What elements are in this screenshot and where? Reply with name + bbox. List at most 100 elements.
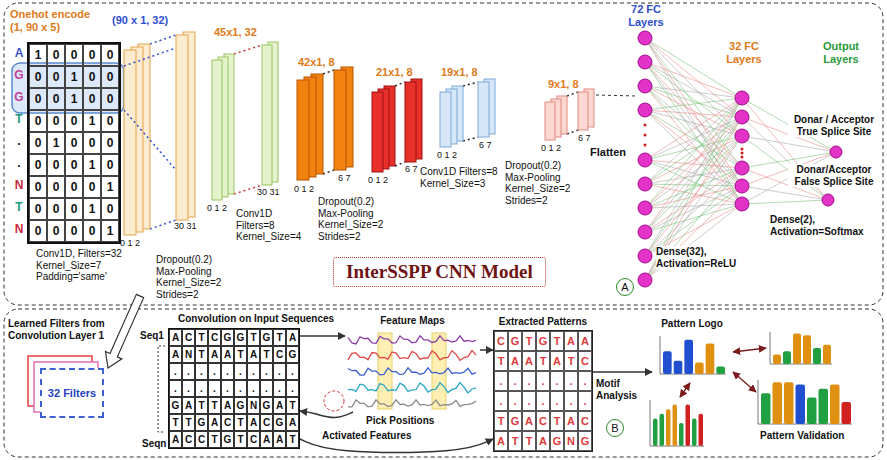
logo-letter: [706, 344, 715, 374]
node-text: CGTGTAA: [493, 330, 593, 351]
filter-slab: [262, 45, 272, 185]
neuron: [638, 201, 652, 215]
logo-letter: [653, 418, 658, 446]
grid-cell: .: [195, 380, 208, 397]
grid-cell: A: [578, 331, 592, 351]
grid-cell: 0: [101, 132, 119, 154]
dotted-continuation: [150, 220, 176, 229]
grid-cell: T: [260, 346, 273, 363]
neural-connection: [645, 117, 742, 208]
label-text: 42x1, 8: [298, 56, 335, 69]
dotted-continuation: [463, 82, 478, 86]
node-text: .......: [493, 391, 593, 411]
logo-letter: [773, 354, 781, 364]
node-text: TAATATC: [493, 351, 593, 371]
label-text: Donar/Acceptor False Splice Site: [788, 164, 880, 187]
grid-cell: 0: [83, 176, 101, 198]
label-text: Seqn: [142, 438, 166, 450]
neural-connection: [742, 136, 836, 152]
neuron: [735, 179, 749, 193]
grid-cell: T: [273, 329, 286, 346]
grid-cell: T: [195, 397, 208, 414]
ellipsis-dot: [644, 144, 647, 147]
node-text: Onehot encode (1, 90 x 5): [10, 8, 102, 34]
grid-cell: 0: [83, 88, 101, 110]
label-text: G: [13, 69, 25, 83]
panel-border: [4, 3, 883, 305]
filter-slab: [334, 70, 346, 170]
grid-cell: .: [169, 380, 182, 397]
logo-letter: [793, 334, 801, 364]
feature-map-stack: [545, 89, 594, 140]
neural-connection: [645, 98, 742, 208]
grid-cell: G: [260, 329, 273, 346]
logo-letter: [716, 366, 725, 374]
ellipsis-dot: [741, 152, 744, 155]
logo-letter: [679, 423, 684, 446]
node-text: 00010: [27, 154, 121, 176]
grid-cell: 0: [101, 154, 119, 176]
projection-line: [124, 48, 176, 66]
filter-slab: [372, 92, 383, 172]
grid-cell: G: [234, 397, 247, 414]
validation-arrow: [680, 383, 690, 397]
grid-cell: .: [564, 391, 578, 411]
node-text: GATTAGNGAT: [168, 397, 300, 414]
dotted-continuation: [395, 162, 405, 166]
grid-cell: .: [550, 391, 564, 411]
filter-slab: [578, 92, 588, 130]
grid-cell: 0: [47, 198, 65, 220]
grid-cell: A: [522, 411, 536, 431]
grid-cell: T: [234, 431, 247, 448]
grid-cell: G: [195, 414, 208, 431]
label-text: Flatten: [590, 146, 626, 159]
grid-cell: A: [208, 414, 221, 431]
node-text: Pattern Logo: [652, 318, 732, 330]
dotted-continuation: [567, 92, 578, 96]
label-text: Conv1D, Filters=32 Kernel_Size=7 Padding…: [36, 248, 140, 283]
grid-cell: 0: [29, 88, 47, 110]
neuron: [735, 161, 749, 175]
dotted-continuation: [323, 170, 334, 174]
activation-highlight: [432, 333, 446, 409]
grid-cell: 0: [83, 66, 101, 88]
edge-label: Activated Features: [322, 430, 411, 442]
label-text: .: [13, 157, 25, 171]
grid-cell: .: [536, 371, 550, 391]
grid-cell: .: [208, 363, 221, 380]
neuron: [638, 225, 652, 239]
grid-cell: .: [260, 380, 273, 397]
neuron: [638, 55, 652, 69]
grid-cell: T: [182, 414, 195, 431]
node-text: TTGACTACGA: [168, 414, 300, 431]
grid-cell: 0: [29, 220, 47, 242]
dotted-continuation: [234, 45, 262, 54]
label-text: 0 1 2: [120, 238, 140, 248]
neural-connection: [645, 117, 742, 256]
filter-slab: [124, 50, 136, 235]
neuron: [638, 249, 652, 263]
grid-cell: G: [550, 431, 564, 451]
grid-cell: T: [508, 431, 522, 451]
edge-label: Convolution on Input Sequences: [178, 313, 334, 325]
ellipsis-dot: [741, 156, 744, 159]
grid-cell: C: [182, 431, 195, 448]
grid-cell: .: [508, 371, 522, 391]
hollow-arrow: [105, 294, 143, 368]
neuron: [638, 177, 652, 191]
logo-letter: [761, 393, 771, 424]
filter-slab: [176, 35, 188, 220]
label-text: 0 1 2: [294, 184, 314, 194]
label-text: 30 31: [174, 221, 197, 231]
edge-label: Motif Analysis: [596, 378, 644, 401]
grid-cell: 0: [47, 44, 65, 66]
neuron: [735, 110, 749, 124]
logo-letter: [699, 414, 704, 446]
filter-slab: [478, 82, 489, 137]
grid-cell: 0: [101, 66, 119, 88]
connector-arrow: [480, 349, 493, 351]
sequence-logo: [650, 400, 704, 446]
grid-cell: T: [195, 329, 208, 346]
grid-cell: T: [564, 351, 578, 371]
row-highlight: [12, 63, 124, 113]
